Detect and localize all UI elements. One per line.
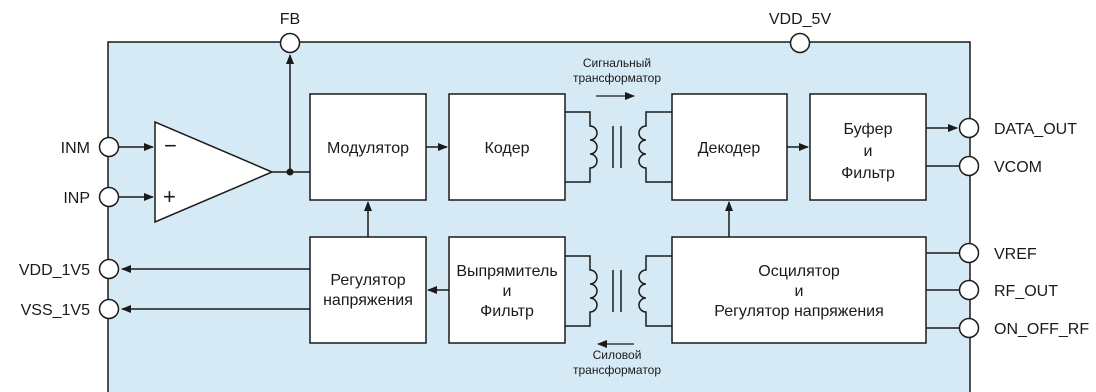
coder-block: Кодер	[448, 93, 566, 201]
regulator-label-line1: Регулятор	[330, 272, 405, 289]
rf-out-pin-label: RF_OUT	[994, 283, 1058, 300]
vcom-terminal	[958, 155, 980, 177]
rectifier-filter-block: Выпрямитель и Фильтр	[448, 236, 566, 344]
vdd-1v5-pin-label: VDD_1V5	[19, 262, 90, 279]
buffer-label-line1: Буфер	[844, 121, 893, 138]
data-out-terminal	[958, 117, 980, 139]
oscillator-label-line1: Осцилятор	[758, 263, 840, 280]
inm-terminal	[98, 136, 120, 158]
signal-transformer-label-line2: трансформатор	[573, 71, 661, 85]
amplifier: − +	[154, 120, 274, 224]
rectifier-label-line1: Выпрямитель	[456, 263, 557, 280]
fb-pin-label: FB	[280, 11, 300, 28]
power-transformer	[565, 255, 672, 327]
amplifier-minus-sign: −	[164, 133, 177, 158]
power-transformer-label-line1: Силовой	[593, 348, 642, 362]
signal-wires	[119, 54, 961, 329]
decoder-block: Декодер	[671, 93, 788, 201]
on-off-rf-pin-label: ON_OFF_RF	[994, 321, 1089, 338]
vref-terminal	[958, 242, 980, 264]
inp-terminal	[98, 186, 120, 208]
oscillator-block: Осцилятор и Регулятор напряжения	[671, 236, 927, 344]
vcom-pin-label: VCOM	[994, 159, 1042, 176]
buffer-label-line2: и	[864, 143, 873, 160]
vss-1v5-pin-label: VSS_1V5	[21, 302, 90, 319]
decoder-label: Декодер	[698, 140, 761, 157]
fb-terminal	[279, 32, 301, 54]
power-transformer-label-line2: трансформатор	[573, 363, 661, 377]
buffer-label-line3: Фильтр	[841, 165, 895, 182]
signal-transformer	[565, 111, 672, 183]
vdd-5v-pin-label: VDD_5V	[769, 11, 832, 28]
rectifier-label-line2: и	[503, 283, 512, 300]
regulator-label-line2: напряжения	[323, 292, 413, 309]
on-off-rf-terminal	[958, 317, 980, 339]
inm-pin-label: INM	[61, 140, 90, 157]
vss-1v5-terminal	[98, 298, 120, 320]
regulator-block: Регулятор напряжения	[309, 236, 427, 344]
fb-junction-dot	[286, 168, 294, 176]
rf-out-terminal	[958, 279, 980, 301]
buffer-filter-block: Буфер и Фильтр	[809, 93, 927, 201]
vdd-1v5-terminal	[98, 258, 120, 280]
rectifier-label-line3: Фильтр	[480, 303, 534, 320]
vdd-5v-terminal	[789, 32, 811, 54]
vref-pin-label: VREF	[994, 246, 1037, 263]
modulator-label: Модулятор	[327, 140, 409, 157]
pin-terminals	[98, 32, 980, 339]
oscillator-label-line2: и	[795, 283, 804, 300]
data-out-pin-label: DATA_OUT	[994, 121, 1077, 138]
modulator-block: Модулятор	[309, 93, 427, 201]
coder-label: Кодер	[485, 140, 530, 157]
amplifier-plus-sign: +	[163, 184, 176, 209]
signal-transformer-label-line1: Сигнальный	[583, 56, 651, 70]
inp-pin-label: INP	[63, 190, 90, 207]
oscillator-label-line3: Регулятор напряжения	[714, 303, 884, 320]
